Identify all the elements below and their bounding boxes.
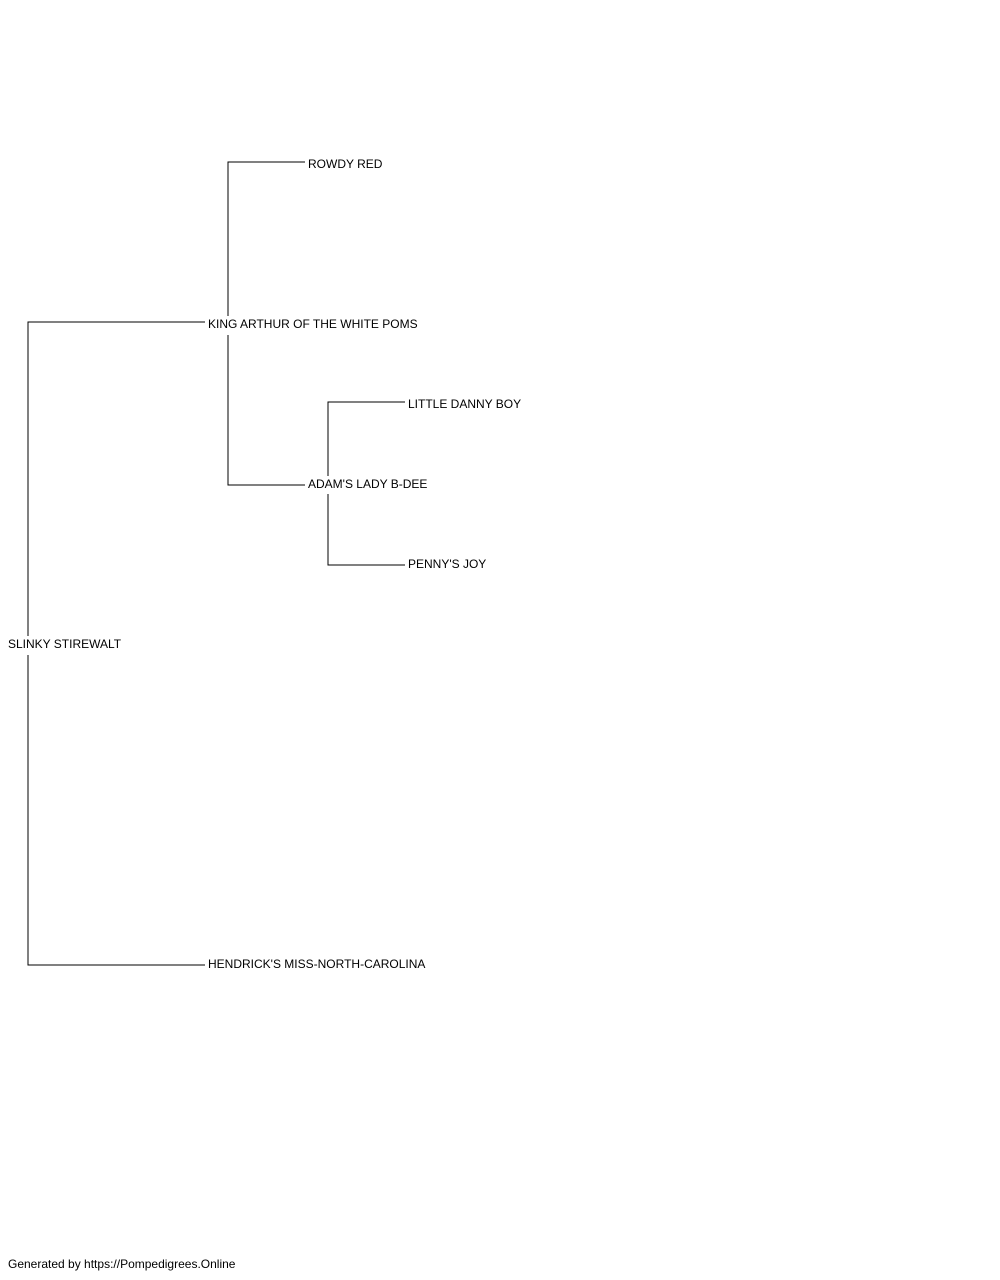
- pedigree-node-little-danny-boy: LITTLE DANNY BOY: [408, 397, 522, 411]
- connector-sire-to-sire-sire: [227, 161, 305, 316]
- connector-sire-to-sire-dam: [227, 335, 305, 486]
- connector-sire-dam-to-sire: [327, 401, 405, 476]
- pedigree-node-adams-lady-b-dee: ADAM'S LADY B-DEE: [308, 477, 428, 491]
- pedigree-node-hendricks-miss-north-carolina: HENDRICK'S MISS-NORTH-CAROLINA: [208, 957, 426, 971]
- connector-sire-dam-to-dam: [327, 494, 405, 566]
- pedigree-node-rowdy-red: ROWDY RED: [308, 157, 383, 171]
- connector-subject-to-sire: [27, 321, 205, 636]
- connector-subject-to-dam: [27, 655, 205, 966]
- generated-by-footer: Generated by https://Pompedigrees.Online: [8, 1257, 236, 1271]
- pedigree-node-pennys-joy: PENNY'S JOY: [408, 557, 487, 571]
- pedigree-node-king-arthur: KING ARTHUR OF THE WHITE POMS: [208, 317, 418, 331]
- pedigree-node-subject: SLINKY STIREWALT: [8, 637, 122, 651]
